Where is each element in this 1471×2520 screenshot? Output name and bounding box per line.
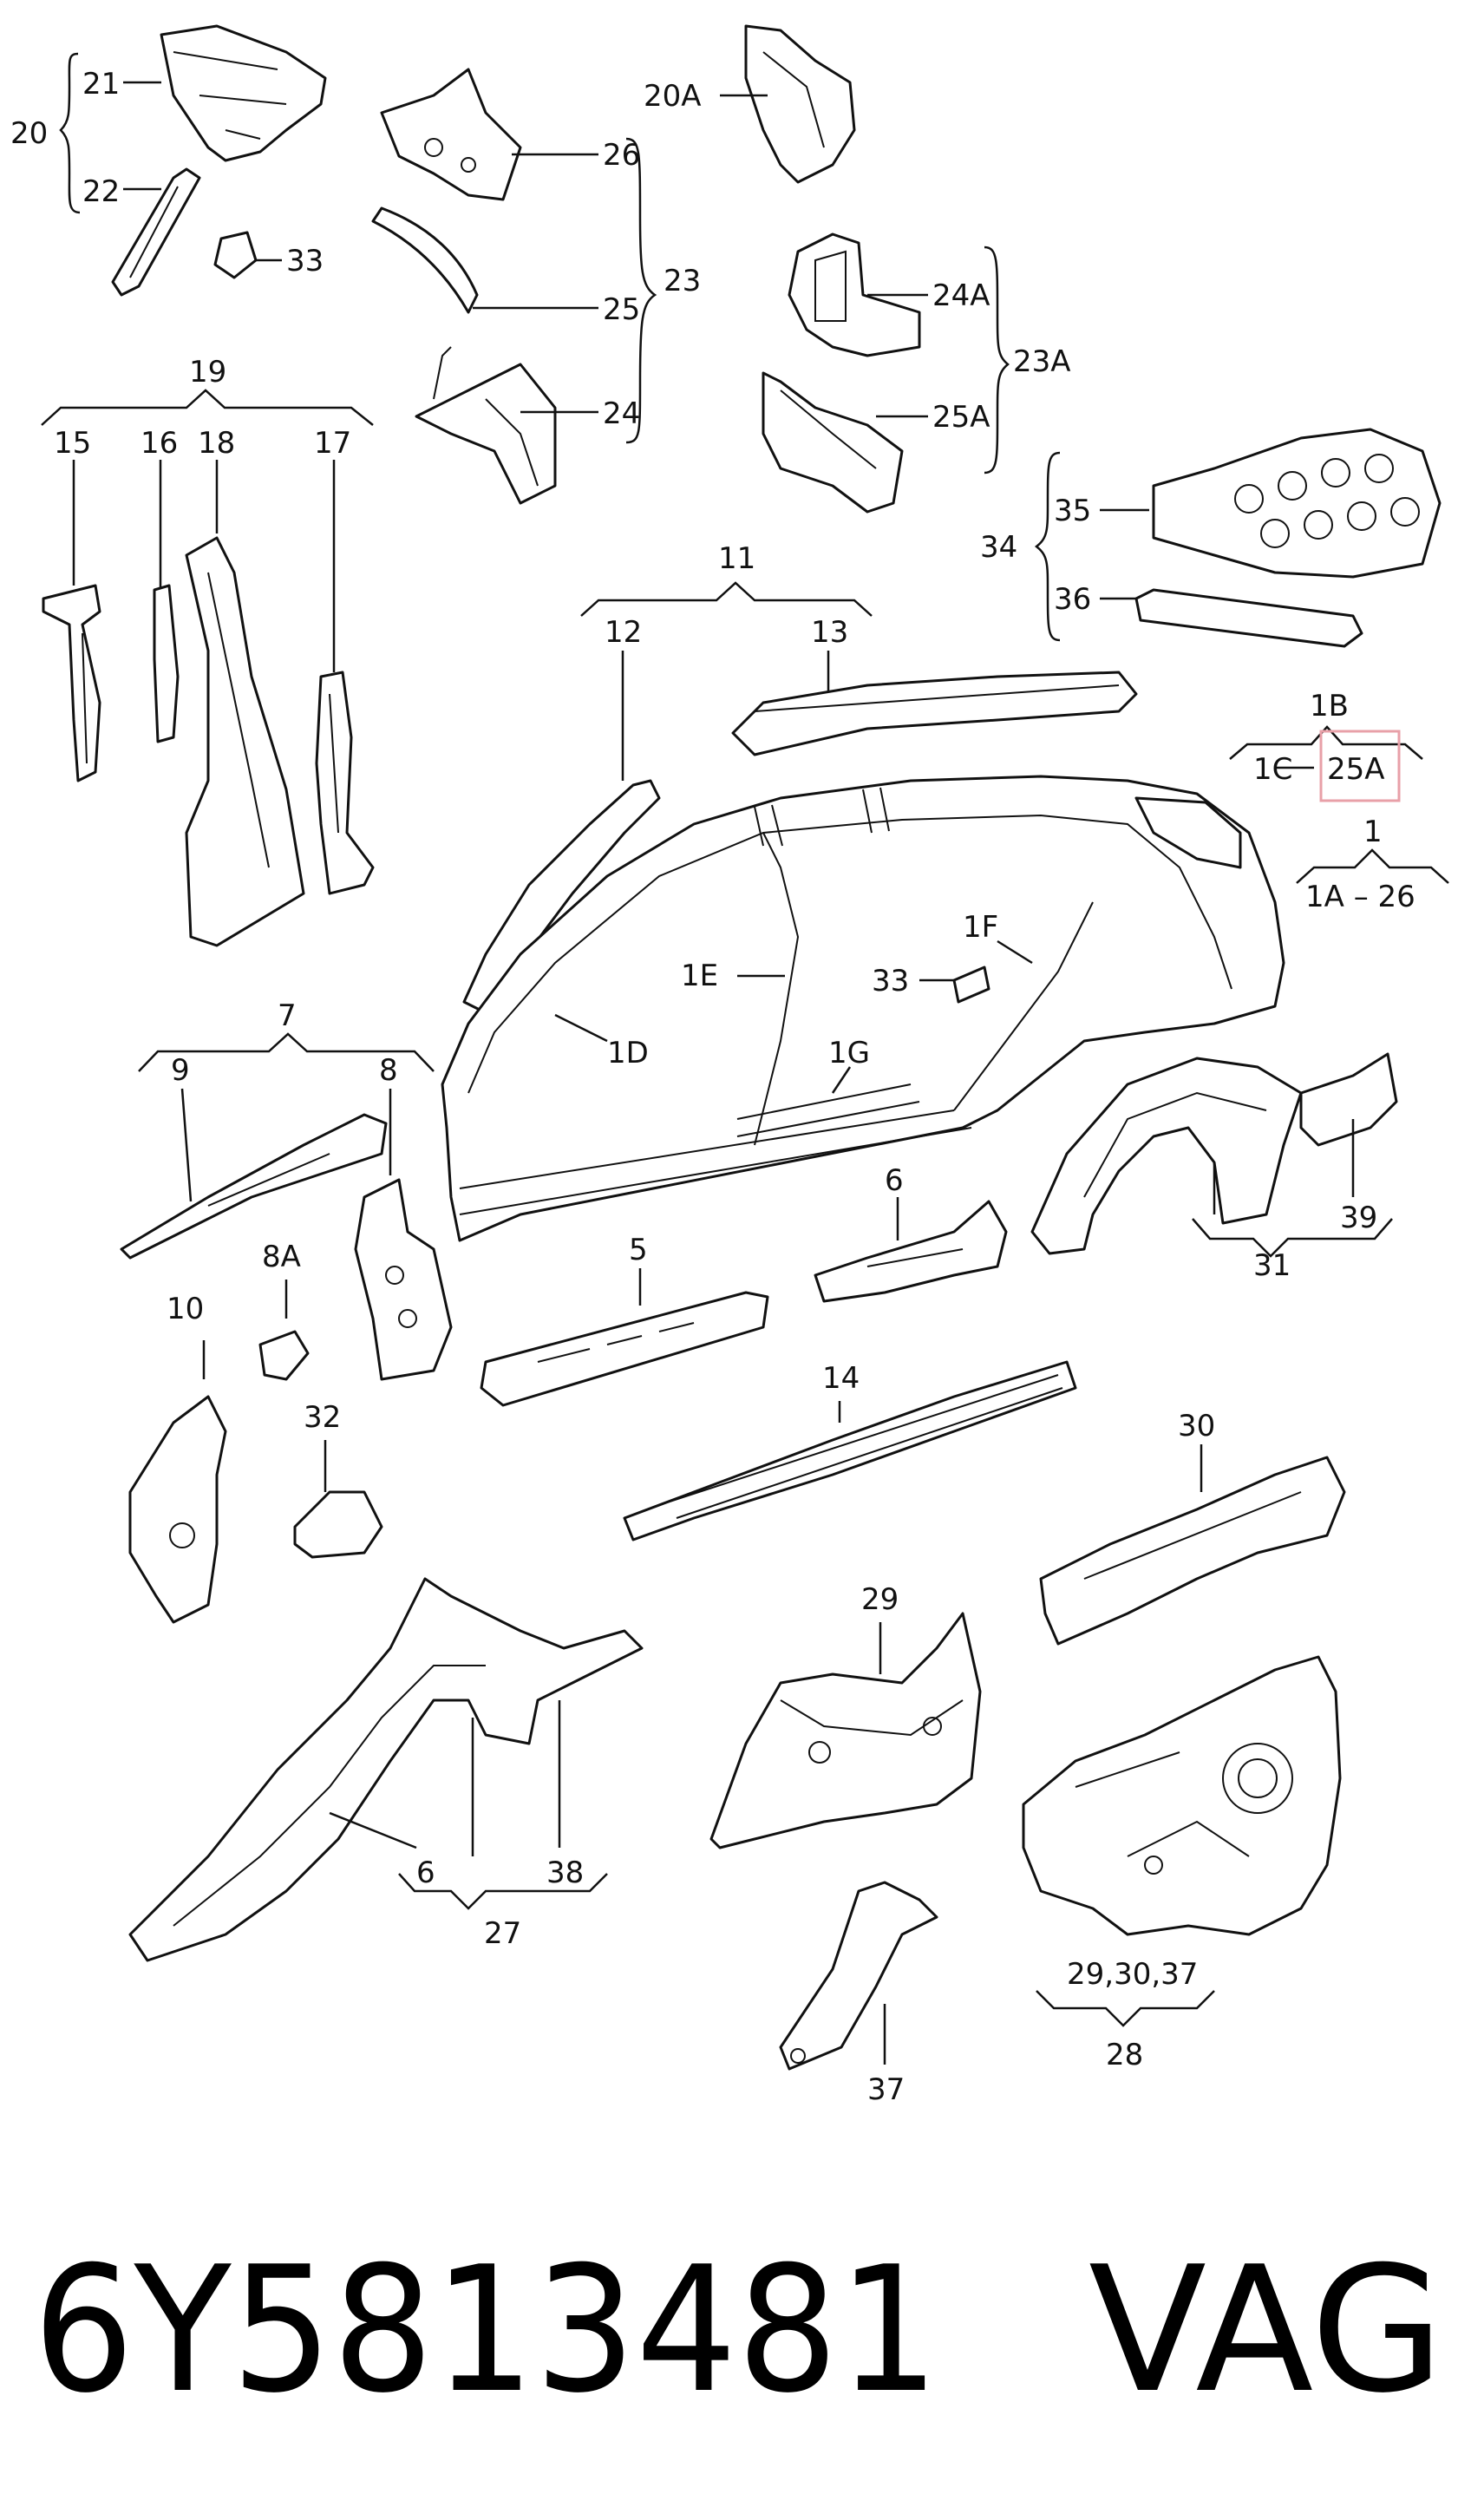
callout-33-body: 33 [872, 964, 909, 998]
brand-name: VAG [1089, 2229, 1444, 2432]
callout-27: 27 [484, 1916, 521, 1951]
callout-19: 19 [189, 355, 226, 389]
callout-6-lower: 6 [416, 1856, 435, 1890]
callout-37: 37 [867, 2072, 905, 2107]
callout-36: 36 [1054, 582, 1091, 617]
part-group-19 [41, 389, 375, 947]
callout-28: 28 [1106, 2038, 1143, 2072]
callout-25: 25 [603, 292, 640, 327]
callout-24A: 24A [932, 278, 990, 313]
callout-1B: 1B [1310, 689, 1349, 723]
callout-1E: 1E [681, 959, 718, 993]
callout-32: 32 [304, 1400, 341, 1435]
callout-11: 11 [718, 541, 755, 576]
callout-10: 10 [167, 1292, 204, 1326]
callout-9: 9 [171, 1053, 190, 1088]
callout-13: 13 [811, 615, 848, 650]
callout-25A-highlighted: 25A [1327, 752, 1385, 787]
callout-23: 23 [664, 264, 701, 298]
part-group-11 [441, 581, 1285, 1242]
callout-16: 16 [141, 426, 178, 461]
callout-34: 34 [980, 530, 1017, 565]
callout-29: 29 [861, 1582, 899, 1617]
callout-33: 33 [286, 244, 324, 278]
callout-1A-26: 1A – 26 [1305, 880, 1415, 914]
callout-39: 39 [1340, 1201, 1377, 1235]
part-group-23A [720, 24, 1010, 514]
callout-31: 31 [1253, 1248, 1291, 1283]
part-group-20 [59, 24, 327, 297]
callout-18: 18 [198, 426, 235, 461]
callout-26: 26 [603, 138, 640, 173]
callout-22: 22 [82, 174, 120, 209]
callout-1G: 1G [828, 1036, 870, 1070]
part-group-5-6-14-30 [480, 1197, 1346, 1646]
callout-23A: 23A [1013, 344, 1071, 379]
part-number: 6Y5813481 [33, 2229, 939, 2432]
callout-1F: 1F [963, 910, 998, 945]
part-group-28 [1022, 1655, 1342, 2027]
callout-8A: 8A [262, 1240, 301, 1274]
callout-30: 30 [1178, 1409, 1215, 1443]
callout-1C: 1C [1253, 752, 1292, 787]
callout-17: 17 [314, 426, 351, 461]
part-group-31 [1030, 1052, 1398, 1258]
callout-1: 1 [1363, 815, 1383, 849]
callout-14: 14 [822, 1361, 860, 1396]
callout-24: 24 [603, 396, 640, 431]
part-group-34 [1034, 428, 1442, 648]
part-group-23 [371, 68, 657, 505]
part-group-1 [1229, 725, 1449, 884]
callout-15: 15 [54, 426, 91, 461]
callout-20A: 20A [644, 79, 702, 114]
callout-8: 8 [379, 1053, 398, 1088]
callout-7: 7 [278, 998, 297, 1033]
highlight-box-25A [1319, 730, 1401, 802]
part-group-29-37 [709, 1612, 982, 2071]
callout-1D: 1D [607, 1036, 649, 1070]
callout-21: 21 [82, 67, 120, 101]
part-group-7 [120, 1032, 453, 1624]
callout-12: 12 [605, 615, 642, 650]
callout-35: 35 [1054, 494, 1091, 528]
callout-20: 20 [10, 116, 48, 151]
callout-5: 5 [629, 1233, 648, 1267]
callout-38: 38 [546, 1856, 584, 1890]
part-group-27 [128, 1577, 644, 1962]
callout-25A: 25A [932, 400, 990, 435]
callout-29-30-37: 29,30,37 [1067, 1957, 1198, 1992]
callout-6-upper: 6 [885, 1163, 904, 1198]
